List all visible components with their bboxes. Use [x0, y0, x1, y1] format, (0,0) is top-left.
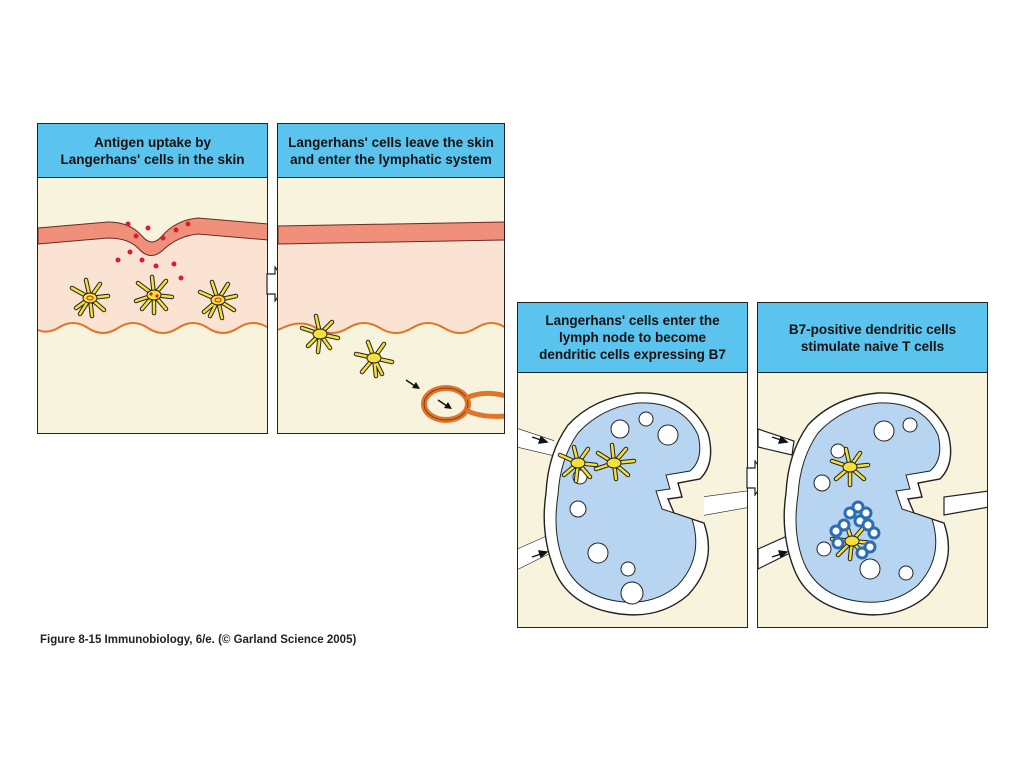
lymphatic-illustration — [278, 178, 504, 433]
direction-arrow-icon — [405, 379, 420, 389]
migrating-cell — [353, 339, 395, 379]
naive-t-cells — [829, 500, 881, 560]
antigen-dots — [115, 221, 191, 281]
panel-title-text: Langerhans' cells leave the skin and ent… — [288, 134, 494, 167]
flow-arrows — [771, 435, 789, 559]
panel-title-text: Langerhans' cells enter the lymph node t… — [539, 313, 726, 362]
panel-title: Antigen uptake by Langerhans' cells in t… — [38, 124, 267, 178]
follicles — [569, 411, 679, 605]
langerhans-cell — [133, 274, 175, 316]
figure-caption: Figure 8-15 Immunobiology, 6/e. (© Garla… — [40, 634, 357, 646]
dermis-layer — [278, 240, 504, 333]
follicles — [813, 417, 918, 581]
panel-leave-skin: Langerhans' cells leave the skin and ent… — [277, 123, 505, 434]
langerhans-cell — [197, 279, 239, 321]
panel-title: Langerhans' cells enter the lymph node t… — [518, 303, 747, 373]
migrating-cell — [299, 313, 341, 355]
epidermis-layer — [278, 221, 504, 245]
dendritic-cell — [593, 442, 637, 482]
dendritic-cell — [829, 446, 871, 488]
langerhans-cell — [69, 277, 111, 319]
panel-title: Langerhans' cells leave the skin and ent… — [278, 124, 504, 178]
skin-illustration — [38, 178, 267, 433]
flow-arrows — [531, 435, 549, 559]
panel-t-cell-stimulation: B7-positive dendritic cells stimulate na… — [757, 302, 988, 628]
epidermis-layer — [38, 217, 267, 256]
lymph-node-illustration — [758, 373, 987, 627]
panel-lymph-node-entry: Langerhans' cells enter the lymph node t… — [517, 302, 748, 628]
panel-antigen-uptake: Antigen uptake by Langerhans' cells in t… — [37, 123, 268, 434]
lymph-node-illustration — [518, 373, 747, 627]
panel-title-text: Antigen uptake by Langerhans' cells in t… — [60, 134, 245, 167]
panel-title-text: B7-positive dendritic cells stimulate na… — [788, 321, 957, 354]
dendritic-cell — [557, 444, 599, 484]
basement-membrane — [38, 322, 267, 334]
panel-title: B7-positive dendritic cells stimulate na… — [758, 303, 987, 373]
lymphatic-vessel — [421, 385, 504, 423]
